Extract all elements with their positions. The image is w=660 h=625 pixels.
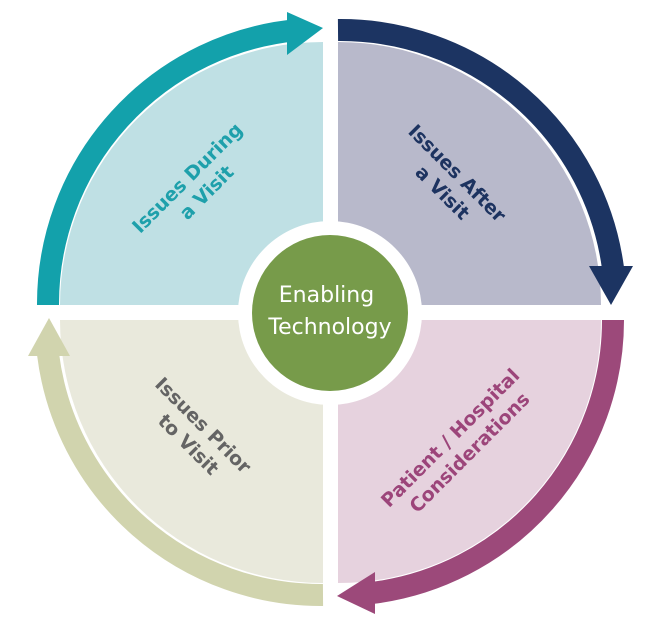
center-circle bbox=[252, 235, 408, 391]
arrow-head-during-visit bbox=[287, 12, 323, 55]
quadrant-issues-during-visit bbox=[60, 42, 323, 305]
center-label-line2: Technology bbox=[267, 315, 391, 340]
arrow-head-prior-visit bbox=[28, 318, 70, 356]
quadrant-issues-after-visit bbox=[338, 42, 601, 305]
arrow-patient-hospital bbox=[370, 319, 624, 604]
quadrant-patient-hospital-considerations bbox=[338, 320, 601, 583]
arrow-during-visit bbox=[36, 19, 300, 306]
arrow-head-patient-hospital bbox=[337, 572, 375, 614]
center-label: Enabling Technology bbox=[267, 283, 391, 340]
quadrant-issues-prior-to-visit bbox=[60, 320, 323, 583]
arrow-prior-visit bbox=[37, 352, 324, 607]
center-label-line1: Enabling bbox=[279, 283, 374, 308]
arrow-head-after-visit bbox=[589, 266, 633, 305]
arrow-after-visit bbox=[337, 18, 624, 270]
